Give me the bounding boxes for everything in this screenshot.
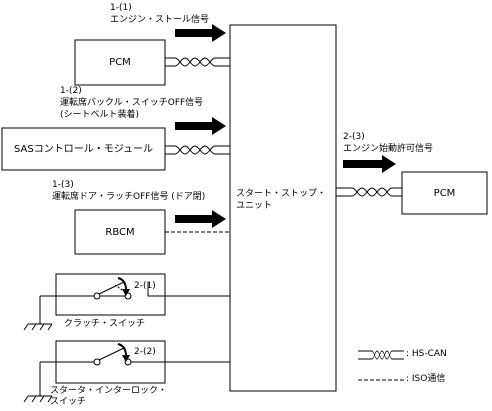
switch-2-2-id: 2-(2) (134, 347, 156, 357)
hs-can-cable-sas (174, 145, 216, 155)
clutch-switch-label: クラッチ・スイッチ (64, 319, 146, 329)
rbcm-box (74, 209, 166, 255)
clutch-switch-curved-arrow (117, 277, 127, 291)
ground-icon (23, 323, 53, 331)
hs-can-cable-pcm-right (351, 187, 393, 197)
legend-hs-can-label: : HS-CAN (406, 349, 447, 359)
clutch-switch-box (55, 273, 166, 316)
unit-label-line2: ユニット (236, 201, 273, 211)
arrow-2-3 (343, 155, 396, 173)
sas-control-module-box (1, 127, 166, 171)
arrow-1-1 (175, 24, 226, 42)
signal-1-2-id: 1-(2) (60, 86, 82, 96)
ground-icon (23, 395, 53, 403)
pcm-right-label: PCM (433, 188, 456, 199)
pcm-right-box (401, 171, 488, 215)
signal-2-3-name: エンジン始動許可信号 (343, 144, 434, 154)
pcm-left-box (74, 39, 166, 86)
starter-interlock-label-line2: スイッチ (50, 397, 87, 407)
signal-1-1-name: エンジン・ストール信号 (110, 15, 210, 25)
unit-label-line1: スタート・ストップ・ (236, 189, 327, 199)
rbcm-label: RBCM (105, 227, 135, 238)
pcm-left-label: PCM (109, 57, 131, 68)
starter-interlock-curved-arrow (117, 343, 127, 357)
arrow-1-2 (175, 117, 226, 135)
legend-hs-can-symbol (371, 350, 393, 360)
signal-1-2-name: 運転席バックル・スイッチOFF信号 (60, 98, 204, 108)
starter-interlock-label-line1: スタータ・インターロック・ (50, 386, 167, 396)
hs-can-cable-pcm-left (174, 57, 216, 67)
signal-2-3-id: 2-(3) (343, 132, 365, 142)
arrow-1-3 (175, 210, 226, 228)
sas-module-label: SASコントロール・モジュール (13, 144, 154, 155)
clutch-switch-wiring (147, 282, 230, 297)
signal-1-2-sub: (シートベルト装着) (60, 110, 140, 120)
signal-1-3-id: 1-(3) (52, 180, 74, 190)
start-stop-unit-box (229, 24, 337, 392)
signal-1-1-id: 1-(1) (110, 3, 132, 13)
starter-interlock-switch-contact (93, 347, 132, 366)
legend-iso-label: : ISO通信 (406, 374, 446, 384)
signal-1-3-name: 運転席ドア・ラッチOFF信号 (ドア閉) (52, 192, 206, 202)
switch-2-1-id: 2-(1) (134, 281, 156, 291)
